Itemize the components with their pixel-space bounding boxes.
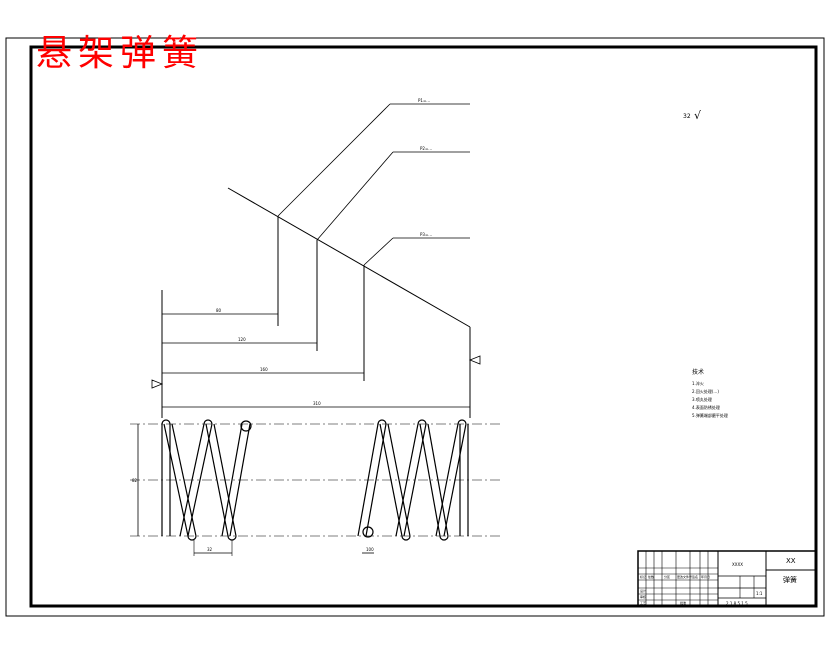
svg-text:审核: 审核 [640, 594, 646, 599]
dim-d6: 100 [366, 547, 374, 552]
scale-value: 1:1 [756, 591, 763, 596]
svg-text:标记: 标记 [640, 574, 646, 579]
title-block [637, 550, 817, 607]
svg-text:2.回火处理(…): 2.回火处理(…) [692, 388, 719, 394]
drawing-title: 悬架弹簧 [36, 33, 205, 74]
dim-d4: 310 [313, 401, 321, 406]
svg-text:5.弹簧端部磨平处理: 5.弹簧端部磨平处理 [692, 412, 728, 418]
load-curve [227, 187, 471, 328]
load-label-2: P2=... [420, 146, 432, 151]
load-label-3: P3=... [420, 232, 432, 237]
roughness-icon: √ [694, 109, 702, 122]
svg-text:年月日: 年月日 [701, 574, 710, 579]
outer-border [5, 37, 825, 617]
part-name: 弹簧 [783, 575, 797, 584]
roughness-value: 32 [683, 113, 691, 120]
svg-text:签名: 签名 [692, 574, 698, 579]
dim-d7: 32 [207, 547, 213, 552]
notes-heading: 技术 [692, 368, 704, 376]
svg-text:1.淬火: 1.淬火 [692, 380, 704, 386]
dim-d5: 82 [132, 478, 138, 483]
svg-text:3.喷丸处理: 3.喷丸处理 [692, 396, 712, 402]
svg-text:设计: 设计 [640, 588, 646, 593]
svg-text:4.表面防锈处理: 4.表面防锈处理 [692, 404, 720, 410]
technical-notes: 技术 1.淬火 2.回火处理(…) 3.喷丸处理 4.表面防锈处理 5.弹簧端部… [692, 368, 728, 418]
spring-right-coils [357, 419, 469, 541]
drawing-number: XXXX [732, 562, 743, 567]
load-label-1: P1=... [418, 98, 430, 103]
dim-d3: 160 [260, 367, 268, 372]
svg-text:分区: 分区 [664, 574, 670, 579]
svg-text:工艺: 工艺 [640, 600, 646, 605]
inner-frame [29, 45, 818, 608]
dim-d2: 120 [238, 337, 246, 342]
sheet-info: 2 1 8 5 1 5 [726, 601, 748, 606]
svg-text:处数: 处数 [648, 574, 654, 579]
company-name: XX [786, 557, 796, 565]
svg-text:批准: 批准 [680, 600, 686, 605]
dim-d1: 80 [216, 308, 222, 313]
svg-text:更改文件号: 更改文件号 [677, 574, 692, 579]
